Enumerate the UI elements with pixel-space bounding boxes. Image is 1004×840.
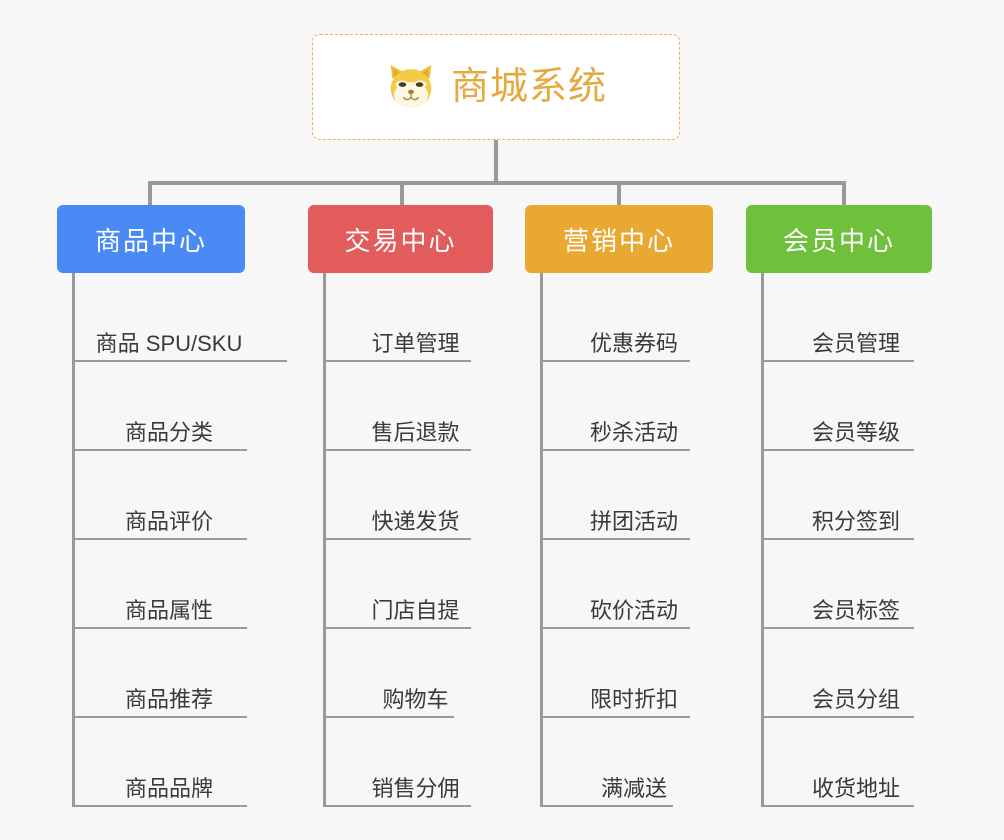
branch-column-1: 商品中心 商品 SPU/SKU 商品分类 商品评价 商品属性 商品推荐 商品品牌 xyxy=(57,205,287,807)
item-label: 砍价活动 xyxy=(589,597,678,623)
branch-column-2: 交易中心 订单管理 售后退款 快递发货 门店自提 购物车 销售分佣 xyxy=(308,205,493,807)
item-list-2: 订单管理 售后退款 快递发货 门店自提 购物车 销售分佣 xyxy=(323,273,493,807)
item-label: 会员管理 xyxy=(811,330,900,356)
item-label: 销售分佣 xyxy=(371,775,460,801)
list-item[interactable]: 收货地址 xyxy=(764,718,932,807)
list-item[interactable]: 秒杀活动 xyxy=(543,362,713,451)
category-header-2[interactable]: 交易中心 xyxy=(308,205,493,273)
list-item[interactable]: 购物车 xyxy=(326,629,493,718)
item-label: 商品 SPU/SKU xyxy=(95,330,243,356)
item-label: 会员标签 xyxy=(811,597,900,623)
list-item[interactable]: 会员管理 xyxy=(764,273,932,362)
branch-column-4: 会员中心 会员管理 会员等级 积分签到 会员标签 会员分组 收货地址 xyxy=(746,205,932,807)
category-label-2: 交易中心 xyxy=(344,225,457,256)
list-item[interactable]: 商品推荐 xyxy=(75,629,247,718)
shiba-dog-emoji-icon xyxy=(385,61,437,113)
list-item[interactable]: 拼团活动 xyxy=(543,451,713,540)
list-item[interactable]: 商品 SPU/SKU xyxy=(75,273,287,362)
item-label: 售后退款 xyxy=(371,419,460,445)
item-label: 会员等级 xyxy=(811,419,900,445)
list-item[interactable]: 商品属性 xyxy=(75,540,247,629)
connector-drop-2 xyxy=(400,181,404,209)
list-item[interactable]: 销售分佣 xyxy=(326,718,493,807)
item-label: 收货地址 xyxy=(811,775,900,801)
item-label: 秒杀活动 xyxy=(589,419,678,445)
item-list-3: 优惠券码 秒杀活动 拼团活动 砍价活动 限时折扣 满减送 xyxy=(540,273,713,807)
list-item[interactable]: 积分签到 xyxy=(764,451,932,540)
root-title: 商城系统 xyxy=(450,66,607,108)
item-label: 购物车 xyxy=(382,686,449,712)
item-label: 商品评价 xyxy=(124,508,213,534)
list-item[interactable]: 优惠券码 xyxy=(543,273,713,362)
item-label: 商品分类 xyxy=(124,419,213,445)
list-item[interactable]: 砍价活动 xyxy=(543,540,713,629)
item-label: 限时折扣 xyxy=(589,686,678,712)
list-item[interactable]: 售后退款 xyxy=(326,362,493,451)
connector-horizontal-bar xyxy=(148,181,846,185)
connector-drop-4 xyxy=(842,181,846,209)
connector-drop-1 xyxy=(148,181,152,209)
list-item[interactable]: 商品评价 xyxy=(75,451,247,540)
category-label-4: 会员中心 xyxy=(782,225,895,256)
list-item[interactable]: 商品分类 xyxy=(75,362,247,451)
category-header-3[interactable]: 营销中心 xyxy=(525,205,713,273)
list-item[interactable]: 限时折扣 xyxy=(543,629,713,718)
category-label-1: 商品中心 xyxy=(94,225,207,256)
item-label: 商品属性 xyxy=(124,597,213,623)
list-item[interactable]: 会员等级 xyxy=(764,362,932,451)
item-label: 拼团活动 xyxy=(589,508,678,534)
connector-stem xyxy=(494,140,498,184)
item-list-1: 商品 SPU/SKU 商品分类 商品评价 商品属性 商品推荐 商品品牌 xyxy=(72,273,287,807)
list-item[interactable]: 门店自提 xyxy=(326,540,493,629)
list-item[interactable]: 订单管理 xyxy=(326,273,493,362)
category-header-4[interactable]: 会员中心 xyxy=(746,205,932,273)
item-label: 满减送 xyxy=(600,775,667,801)
item-label: 积分签到 xyxy=(811,508,900,534)
list-item[interactable]: 会员分组 xyxy=(764,629,932,718)
item-label: 优惠券码 xyxy=(589,330,678,356)
root-node[interactable]: 商城系统 xyxy=(312,34,680,140)
connector-drop-3 xyxy=(617,181,621,209)
branch-column-3: 营销中心 优惠券码 秒杀活动 拼团活动 砍价活动 限时折扣 满减送 xyxy=(525,205,713,807)
list-item[interactable]: 商品品牌 xyxy=(75,718,247,807)
item-label: 门店自提 xyxy=(371,597,460,623)
list-item[interactable]: 快递发货 xyxy=(326,451,493,540)
category-label-3: 营销中心 xyxy=(562,225,675,256)
category-header-1[interactable]: 商品中心 xyxy=(57,205,245,273)
item-list-4: 会员管理 会员等级 积分签到 会员标签 会员分组 收货地址 xyxy=(761,273,932,807)
item-label: 订单管理 xyxy=(371,330,460,356)
item-label: 会员分组 xyxy=(811,686,900,712)
item-label: 快递发货 xyxy=(371,508,460,534)
item-label: 商品品牌 xyxy=(124,775,213,801)
list-item[interactable]: 满减送 xyxy=(543,718,713,807)
list-item[interactable]: 会员标签 xyxy=(764,540,932,629)
item-label: 商品推荐 xyxy=(124,686,213,712)
